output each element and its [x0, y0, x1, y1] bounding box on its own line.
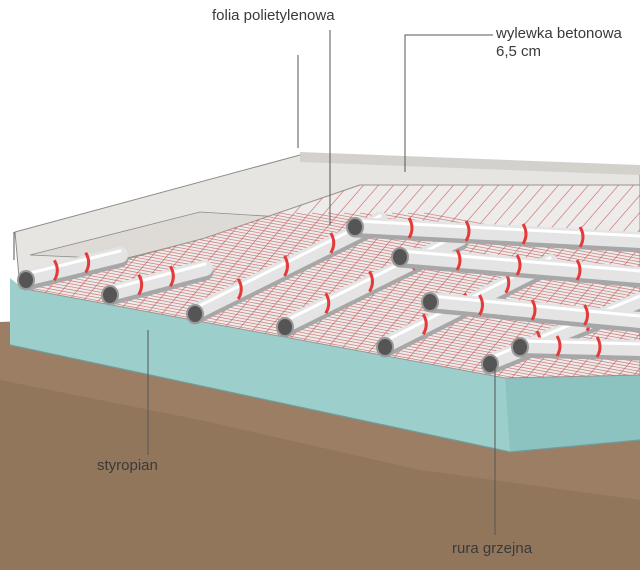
mesh-line — [534, 185, 640, 378]
mesh-line — [519, 185, 640, 378]
mesh-line — [231, 212, 640, 378]
mesh-line — [594, 185, 640, 378]
mesh-line — [20, 212, 525, 378]
mesh-line — [564, 185, 640, 378]
mesh-line — [579, 185, 640, 378]
pipe-clip — [464, 220, 471, 242]
pipe-clip — [555, 335, 562, 357]
insulation-front — [10, 278, 640, 452]
label-styrofoam: styropian — [97, 457, 158, 474]
pipe-clip — [236, 278, 243, 300]
pipe-clip — [521, 223, 528, 245]
pipe-clip — [169, 265, 175, 288]
mesh-line — [151, 212, 640, 378]
label-concrete-screed: wylewka betonowa 6,5 cm — [496, 25, 622, 61]
mesh-line — [103, 212, 640, 378]
pipe-clip — [368, 270, 374, 293]
screed-back-edge — [300, 152, 640, 175]
pipe-clip — [324, 292, 331, 315]
pipe-clip — [455, 249, 462, 271]
pipe-clip — [583, 304, 589, 326]
mesh-line — [247, 212, 640, 378]
pipe-clip — [530, 299, 537, 321]
pipe-clip — [137, 273, 144, 296]
mesh-line — [167, 212, 640, 378]
mesh-line — [549, 185, 640, 378]
pipe-clip — [478, 294, 484, 316]
heating-pipe — [17, 247, 129, 291]
pipe-clip — [407, 217, 414, 239]
pipe-clip — [329, 232, 336, 254]
pipe-clip — [515, 254, 522, 276]
leader-wylewka — [404, 34, 493, 172]
pipe-clip — [421, 313, 428, 336]
mesh-line — [20, 212, 621, 378]
heating-pipe — [101, 260, 214, 306]
pipe-clip — [575, 259, 582, 281]
mesh-line — [263, 212, 640, 378]
pipe-clip — [595, 336, 602, 358]
label-heating-pipe: rura grzejna — [452, 540, 533, 557]
mesh-line — [20, 212, 637, 378]
pipe-clip — [283, 255, 289, 277]
pipe-clip — [578, 226, 585, 248]
insulation-side — [505, 372, 640, 452]
ground-soil-shade — [0, 380, 640, 570]
label-concrete-screed-name: wylewka betonowa — [496, 25, 622, 42]
mesh-line — [215, 212, 640, 378]
heating-pipe — [346, 217, 640, 253]
mesh-line — [87, 212, 640, 378]
pipe-clip — [84, 251, 91, 274]
label-concrete-screed-thickness: 6,5 cm — [496, 43, 542, 60]
mesh-line — [20, 212, 605, 378]
heating-pipe — [511, 337, 640, 361]
heating-pipes — [17, 212, 640, 375]
label-polyethylene-foil: folia polietylenowa — [212, 7, 335, 24]
pipe-clip — [53, 259, 59, 282]
mesh-line — [135, 212, 640, 378]
